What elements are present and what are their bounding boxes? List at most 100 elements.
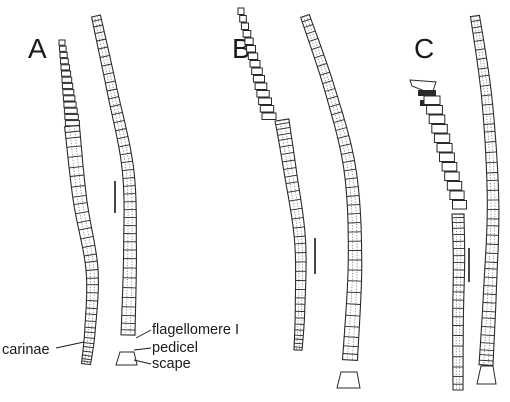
segment-divider — [73, 202, 88, 206]
distal-flagellomere — [244, 37, 254, 45]
segment-divider — [479, 74, 490, 78]
segment-divider — [94, 31, 105, 35]
distal-flagellomere — [58, 39, 66, 46]
segment-divider — [345, 186, 359, 189]
segment-divider — [100, 54, 110, 58]
distal-flagellomere — [61, 82, 74, 90]
segment-divider — [85, 320, 97, 323]
distal-flagellomere — [426, 105, 443, 115]
segment-divider — [120, 152, 132, 156]
segment-divider — [484, 276, 497, 279]
distal-flagellomere — [449, 190, 465, 200]
segment-divider — [482, 103, 493, 106]
segment-divider — [485, 252, 498, 255]
segment-divider — [335, 127, 347, 131]
segment-divider — [311, 45, 322, 51]
segment-divider — [96, 38, 106, 42]
segment-divider — [287, 189, 300, 193]
segment-divider — [294, 329, 304, 331]
segment-divider — [472, 31, 483, 34]
segment-divider — [347, 203, 360, 206]
distal-flagellomere — [62, 89, 75, 96]
leader-pedicel — [133, 347, 152, 351]
segment-divider — [347, 280, 362, 282]
segment-divider — [123, 185, 136, 187]
panel-letter-a: A — [28, 33, 47, 64]
segment-divider — [294, 342, 303, 345]
distal-flagellomere — [254, 82, 268, 90]
segment-divider — [329, 103, 340, 108]
segment-divider — [82, 354, 92, 357]
segment-divider — [486, 172, 498, 174]
segment-divider — [479, 359, 494, 362]
distal-flagellomere — [63, 101, 77, 108]
segment-divider — [290, 207, 303, 211]
segment-divider — [342, 353, 358, 355]
segment-divider — [294, 242, 306, 245]
segment-divider — [108, 96, 119, 100]
segment-divider — [72, 194, 87, 198]
distal-flagellomere — [252, 75, 265, 83]
segment-divider — [84, 331, 96, 334]
segment-divider — [282, 159, 295, 163]
segment-divider — [324, 88, 336, 92]
segment-divider — [306, 30, 316, 35]
segment-divider — [314, 54, 324, 59]
segment-divider — [342, 160, 355, 164]
distal-flagellomere — [259, 105, 275, 113]
carina-line — [455, 214, 458, 390]
segment-divider — [285, 181, 299, 185]
label-flagellomere: flagellomere I — [152, 322, 239, 338]
segment-divider — [474, 39, 484, 42]
scape-segment — [336, 371, 361, 389]
distal-flagellomere — [61, 70, 72, 77]
leader-scape — [133, 359, 152, 365]
distal-flagellomere — [64, 113, 79, 121]
segment-divider — [115, 128, 127, 132]
segment-divider — [122, 177, 135, 179]
segment-divider — [322, 80, 333, 85]
segment-divider — [345, 177, 358, 180]
segment-divider — [483, 293, 497, 295]
distal-flagellomere — [439, 152, 455, 162]
distal-flagellomere — [247, 52, 259, 60]
distal-flagellomere — [61, 76, 73, 83]
segment-divider — [294, 346, 303, 348]
segment-divider — [485, 261, 498, 263]
distal-flagellomere — [60, 58, 69, 65]
segment-divider — [121, 322, 136, 325]
segment-divider — [75, 210, 89, 215]
antenna-b-left — [237, 7, 307, 351]
antenna-a-left — [58, 39, 99, 366]
segment-divider — [484, 130, 496, 133]
segment-divider — [284, 174, 298, 178]
segment-divider — [82, 350, 93, 353]
segment-divider — [123, 193, 136, 195]
distal-flagellomere — [62, 95, 76, 102]
segment-divider — [483, 285, 497, 287]
segment-divider — [65, 136, 81, 139]
segment-divider — [482, 302, 496, 304]
segment-divider — [481, 326, 495, 328]
segment-divider — [472, 25, 482, 29]
distal-flagellomere — [441, 162, 458, 172]
scape-segment — [115, 351, 138, 366]
segment-divider — [85, 260, 98, 263]
segment-divider — [485, 151, 497, 153]
segment-divider — [344, 336, 359, 338]
carina-line — [283, 119, 303, 351]
segment-divider — [86, 307, 98, 310]
segment-divider — [283, 167, 297, 170]
segment-divider — [345, 314, 360, 317]
distal-flagellomere — [261, 112, 277, 120]
segment-divider — [67, 155, 83, 158]
distal-flagellomere — [237, 7, 245, 15]
carina-line — [279, 120, 300, 350]
segment-divider — [484, 268, 498, 270]
distal-flagellomere — [240, 22, 249, 30]
segment-divider — [78, 227, 92, 231]
antenna-outline — [90, 14, 137, 336]
segment-divider — [483, 113, 494, 116]
segment-divider — [118, 144, 130, 148]
segment-divider — [86, 299, 98, 302]
